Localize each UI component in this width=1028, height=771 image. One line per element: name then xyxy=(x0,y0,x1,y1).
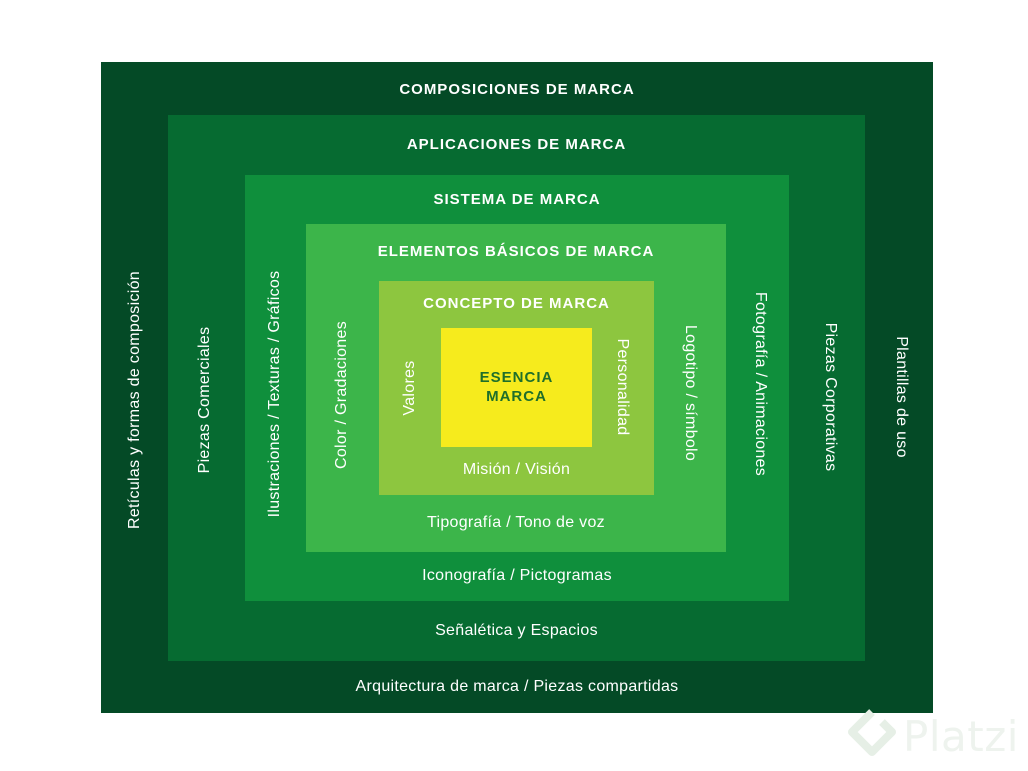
level-title-aplicaciones: APLICACIONES DE MARCA xyxy=(406,136,627,153)
core-line-2: MARCA xyxy=(486,388,547,405)
level-title-concepto: CONCEPTO DE MARCA xyxy=(423,295,610,312)
level-left-concepto: Valores xyxy=(401,360,418,416)
platzi-logo-icon xyxy=(848,709,896,756)
core-title: ESENCIA MARCA xyxy=(441,368,592,406)
level-right-composiciones: Plantillas de uso xyxy=(893,336,910,458)
level-bottom-elementos: Tipografía / Tono de voz xyxy=(427,514,605,531)
level-left-aplicaciones: Piezas Comerciales xyxy=(196,326,213,474)
level-left-elementos: Color / Gradaciones xyxy=(333,321,350,469)
level-right-elementos: Logotipo / símbolo xyxy=(682,324,699,462)
level-left-sistema: Ilustraciones / Texturas / Gráficos xyxy=(266,270,283,518)
level-bottom-composiciones: Arquitectura de marca / Piezas compartid… xyxy=(355,678,679,695)
level-title-elementos: ELEMENTOS BÁSICOS DE MARCA xyxy=(377,243,655,260)
level-bottom-aplicaciones: Señalética y Espacios xyxy=(435,622,598,639)
platzi-watermark-text: Platzi xyxy=(903,712,1019,761)
level-right-concepto: Personalidad xyxy=(614,338,631,436)
core-line-1: ESENCIA xyxy=(479,369,554,386)
level-bottom-sistema: Iconografía / Pictogramas xyxy=(422,567,612,584)
level-right-aplicaciones: Piezas Corporativas xyxy=(822,322,839,472)
level-left-composiciones: Retículas y formas de composición xyxy=(126,270,143,530)
level-title-sistema: SISTEMA DE MARCA xyxy=(433,191,601,208)
level-right-sistema: Fotografía / Animaciones xyxy=(752,291,769,477)
level-title-composiciones: COMPOSICIONES DE MARCA xyxy=(399,81,635,98)
level-bottom-concepto: Misión / Visión xyxy=(462,461,571,478)
core-esencia: ESENCIA MARCA xyxy=(441,328,592,447)
